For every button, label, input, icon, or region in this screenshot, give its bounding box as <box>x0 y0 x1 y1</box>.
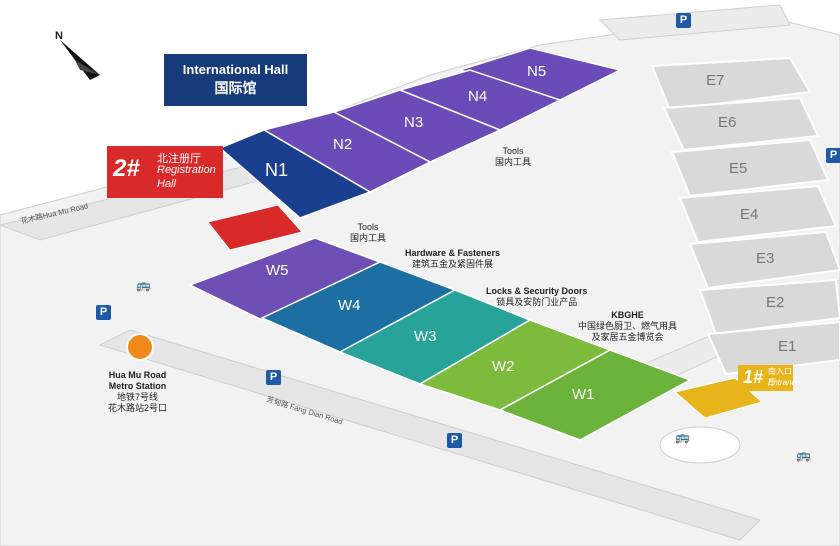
entrance-en: Entrance <box>768 378 801 387</box>
international-hall-callout[interactable]: International Hall 国际馆 <box>164 54 307 106</box>
label-e3: E3 <box>756 250 775 267</box>
category-tools-north-en: Tools <box>502 146 524 156</box>
label-e7: E7 <box>706 72 725 89</box>
category-tools-north: Tools 国内工具 <box>495 146 531 168</box>
label-w5: W5 <box>266 262 289 279</box>
parking-icon[interactable]: P <box>447 433 462 448</box>
label-w1: W1 <box>572 386 595 403</box>
hall-e7[interactable] <box>650 56 812 112</box>
category-kbghe-en: KBGHE <box>611 310 644 320</box>
category-locks-en: Locks & Security Doors <box>486 286 588 296</box>
metro-en2: Metro Station <box>108 381 167 391</box>
category-locks-zh: 锁具及安防门业产品 <box>496 297 578 307</box>
metro-station-label: Hua Mu Road Metro Station 地铁7号线 花木路站2号口 <box>108 370 167 414</box>
bus-icon: 🚌 <box>136 278 151 292</box>
hall-e5[interactable] <box>670 138 830 198</box>
label-e5: E5 <box>729 160 748 177</box>
parking-icon[interactable]: P <box>676 13 691 28</box>
category-kbghe: KBGHE 中国绿色厨卫、燃气用具 及家居五金博览会 <box>578 310 677 343</box>
hall-e1[interactable] <box>706 320 840 376</box>
international-hall-en: International Hall <box>182 62 289 77</box>
west-halls <box>188 237 692 441</box>
category-kbghe-zh2: 及家居五金博览会 <box>591 332 664 342</box>
label-e4: E4 <box>740 206 759 223</box>
label-e1: E1 <box>778 338 797 355</box>
hall-w1[interactable] <box>498 349 692 441</box>
category-locks: Locks & Security Doors 锁具及安防门业产品 <box>486 286 588 308</box>
label-w2: W2 <box>492 358 515 375</box>
entrance-callout[interactable]: 1# 南入口厅 Entrance <box>738 365 800 391</box>
category-kbghe-zh1: 中国绿色厨卫、燃气用具 <box>578 321 678 331</box>
hall-e4[interactable] <box>678 184 838 244</box>
registration-en1: Registration <box>157 164 216 176</box>
metro-icon <box>126 333 154 361</box>
label-e2: E2 <box>766 294 785 311</box>
international-hall-zh: 国际馆 <box>214 80 257 96</box>
parking-icon[interactable]: P <box>96 305 111 320</box>
category-hardware-en: Hardware & Fasteners <box>405 248 501 258</box>
hall-e6[interactable] <box>662 96 820 152</box>
category-tools-west-zh: 国内工具 <box>350 233 387 243</box>
entrance-num: 1# <box>743 367 764 387</box>
category-tools-west: Tools 国内工具 <box>350 222 386 244</box>
category-tools-north-zh: 国内工具 <box>495 157 532 167</box>
label-n5: N5 <box>527 63 547 80</box>
label-n3: N3 <box>404 114 424 131</box>
label-w3: W3 <box>414 328 437 345</box>
label-e6: E6 <box>718 114 737 131</box>
registration-building[interactable] <box>207 204 303 251</box>
hall-n1[interactable] <box>218 129 372 219</box>
category-tools-west-en: Tools <box>357 222 379 232</box>
registration-hall-callout[interactable]: 2# 北注册厅 Registration Hall <box>107 146 223 198</box>
registration-num: 2# <box>113 155 140 182</box>
roundabout <box>659 426 741 464</box>
east-halls <box>650 56 840 376</box>
category-hardware: Hardware & Fasteners 建筑五金及紧固件展 <box>405 248 500 270</box>
hall-e2[interactable] <box>698 278 840 336</box>
parking-icon[interactable]: P <box>266 370 281 385</box>
north-halls <box>218 47 623 219</box>
bus-icon: 🚌 <box>675 430 690 444</box>
parking-icon[interactable]: P <box>826 148 840 163</box>
metro-en1: Hua Mu Road <box>108 370 167 380</box>
category-hardware-zh: 建筑五金及紧固件展 <box>412 259 494 269</box>
registration-en2: Hall <box>157 178 176 190</box>
entrance-zh: 南入口厅 <box>768 367 792 387</box>
label-w4: W4 <box>338 297 361 314</box>
bus-icon: 🚌 <box>796 448 811 462</box>
compass-icon <box>60 40 100 80</box>
metro-zh1: 地铁7号线 <box>117 392 159 402</box>
label-n4: N4 <box>468 88 488 105</box>
label-n2: N2 <box>333 136 353 153</box>
metro-zh2: 花木路站2号口 <box>108 403 168 413</box>
hall-e3[interactable] <box>688 230 840 290</box>
label-n1: N1 <box>265 160 289 180</box>
registration-zh: 北注册厅 <box>157 153 201 165</box>
compass-north-letter: N <box>55 30 63 42</box>
